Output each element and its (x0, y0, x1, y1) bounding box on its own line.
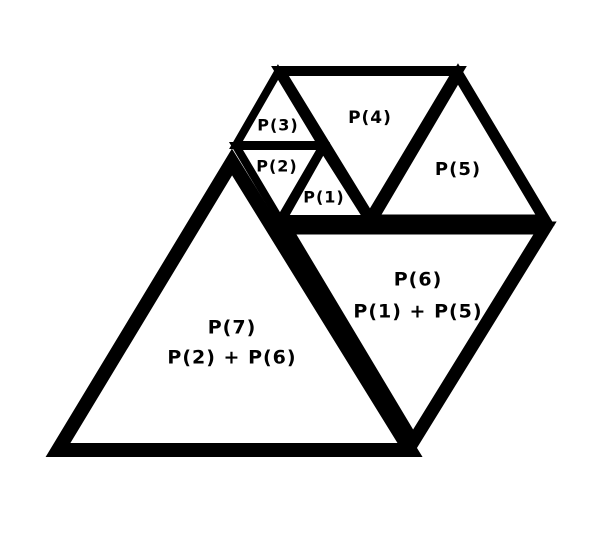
triangle-p6-shape (273, 221, 557, 455)
triangle-p3: P(3) (229, 64, 330, 149)
triangle-p7-shape (45, 148, 423, 457)
triangle-p1-label: P(1) (303, 188, 344, 207)
triangle-p1: P(1) (276, 140, 376, 223)
triangle-p7: P(7) P(2) + P(6) (45, 148, 423, 457)
triangle-p3-label: P(3) (257, 116, 298, 135)
triangle-p7-formula: P(2) + P(6) (167, 347, 296, 369)
triangle-p1-shape (276, 140, 376, 223)
triangle-p7-label: P(7) (208, 317, 257, 339)
triangle-p4-label: P(4) (348, 108, 392, 128)
triangle-p2-label: P(2) (256, 157, 297, 176)
triangle-p6-label: P(6) (394, 269, 443, 291)
triangle-p6: P(6) P(1) + P(5) (273, 221, 557, 455)
triangle-p6-formula: P(1) + P(5) (353, 301, 482, 323)
triangle-p5-label: P(5) (435, 159, 481, 180)
